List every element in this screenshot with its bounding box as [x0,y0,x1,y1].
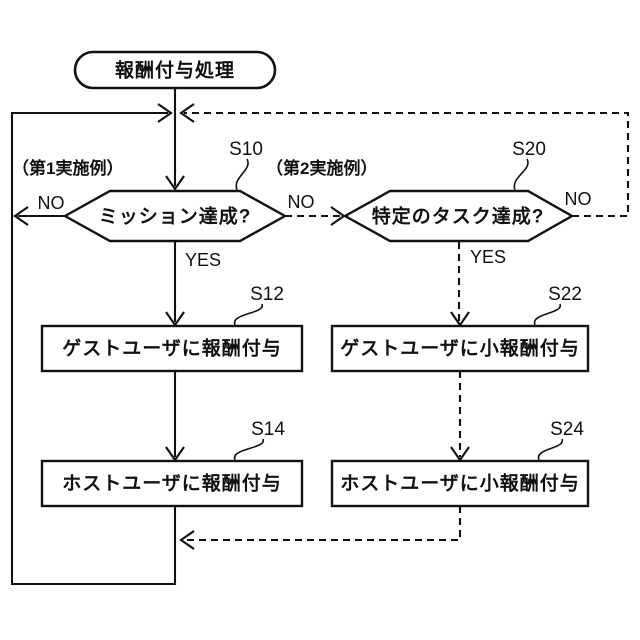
leader-line-s22 [534,303,561,326]
process-s12-box [40,324,304,373]
decision-s20-label: 特定のタスク達成? [372,205,545,228]
leader-line-s24 [537,438,563,461]
decision-s10-label: ミッション達成? [99,205,252,228]
process-s14-box [40,459,304,508]
edge-s24-dashed-return [184,506,462,542]
step-ref-s14: S14 [251,419,285,440]
leader-line-s20 [513,158,529,191]
leader-line-s10 [235,158,249,191]
edge-label-s10-yes: YES [185,250,221,270]
step-ref-s20: S20 [512,139,546,160]
arrowhead-down-into-s10 [165,175,185,191]
process-s24-box [330,459,590,508]
edge-s20-no-return-loop [184,111,630,218]
process-s22-label: ゲストユーザに小報酬付与 [340,337,580,360]
arrowhead-right-at-junction [157,103,173,123]
leader-line-s14 [234,438,264,461]
edge-label-s20-no-right: NO [565,189,592,209]
leader-line-s12 [234,303,263,326]
decision-s20-hexagon [342,189,575,243]
start-terminal [73,50,277,90]
step-ref-s12: S12 [250,284,284,305]
annotation-embodiment-2: （第2実施例） [266,158,377,178]
arrowhead-left-dashed-bottom-return [179,530,195,550]
edge-label-s10-no-middle: NO [288,192,315,212]
process-s22-box [330,324,590,373]
annotation-embodiment-1: （第1実施例） [12,158,123,178]
process-s12-label: ゲストユーザに報酬付与 [62,337,282,360]
edge-label-s20-yes: YES [470,247,506,267]
step-ref-s10: S10 [229,139,263,160]
arrowhead-left-dashed-at-junction [179,103,195,123]
decision-s10-hexagon [62,189,288,243]
edge-label-s10-no-left: NO [38,193,65,213]
edge-left-return-loop [10,111,177,586]
process-s24-label: ホストユーザに小報酬付与 [340,472,580,495]
step-ref-s22: S22 [548,284,582,305]
arrowhead-left-s10-no [13,206,29,226]
step-ref-s24: S24 [550,419,584,440]
start-terminal-label: 報酬付与処理 [115,59,235,82]
process-s14-label: ホストユーザに報酬付与 [62,472,282,495]
